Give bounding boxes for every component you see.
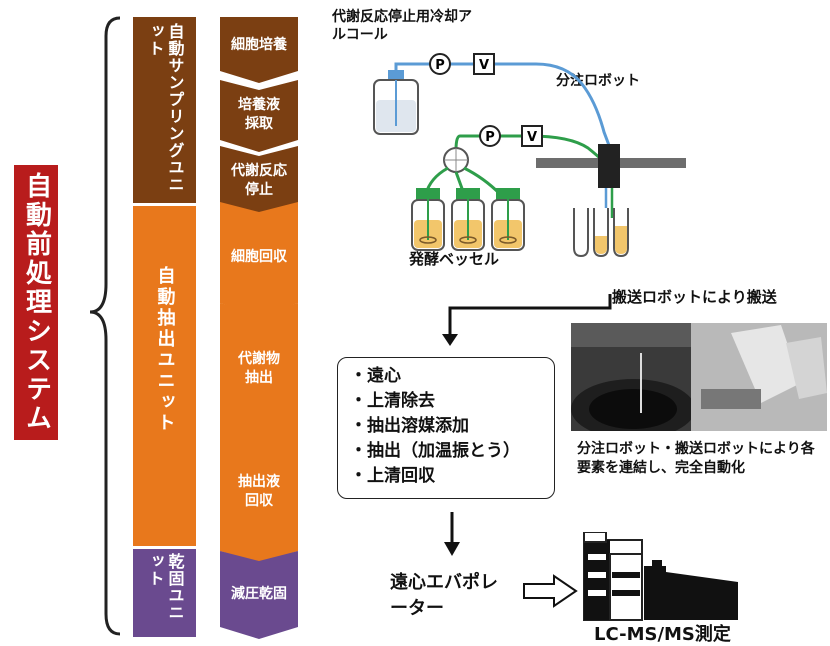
system-brace — [89, 16, 121, 636]
sample-tube — [593, 208, 609, 258]
pump-icon — [479, 125, 501, 147]
process-item: ・抽出溶媒添加 — [350, 416, 469, 436]
evaporator-label: 遠心エバポレーター — [390, 572, 498, 619]
pump-icon — [429, 53, 451, 75]
step-vacuum-drying-label: 減圧乾固 — [231, 585, 287, 602]
robot-photo-art — [571, 323, 827, 431]
unit-auto-sampling: 自動サンプリングユニット — [133, 17, 196, 203]
step-medium-sampling: 培養液採取 — [220, 80, 298, 152]
sampling-apparatus: P V P V — [373, 53, 686, 258]
system-label: 自動前処理システム — [14, 165, 58, 440]
unit-auto-sampling-label: 自動サンプリングユニット — [145, 23, 185, 193]
fermentation-vessels-label: 発酵ベッセル — [409, 250, 500, 268]
step-cell-harvest: 細胞回収 — [220, 202, 298, 315]
valve-icon — [521, 125, 543, 147]
sample-tube — [573, 208, 589, 258]
step-medium-sampling-label: 培養液採取 — [238, 97, 280, 132]
brace-path — [89, 16, 121, 636]
step-metabolite-extraction: 代謝物抽出 — [220, 303, 298, 436]
robot-photo — [571, 323, 827, 431]
unit-drying-label: 乾固ユニット — [145, 553, 185, 621]
step-cell-culture-label: 細胞培養 — [231, 36, 287, 53]
cold-alcohol-label: 代謝反応停止用冷却アルコール — [332, 9, 472, 43]
hollow-arrow-icon — [523, 574, 578, 608]
valve-glyph: V — [527, 130, 537, 145]
unit-auto-extraction-label: 自動抽出ユニット — [154, 266, 176, 434]
unit-drying: 乾固ユニット — [133, 549, 196, 637]
transfer-label: 搬送ロボットにより搬送 — [612, 288, 777, 306]
process-item: ・抽出（加温振とう） — [350, 441, 520, 461]
process-item: ・上清除去 — [350, 391, 435, 411]
step-extract-collection-label: 抽出液回収 — [238, 474, 280, 509]
step-extract-collection: 抽出液回収 — [220, 423, 298, 563]
transfer-arrow — [442, 294, 612, 346]
down-arrow — [444, 512, 460, 556]
valve-glyph: V — [479, 58, 489, 73]
pump-glyph: P — [435, 58, 445, 73]
step-cell-culture: 細胞培養 — [220, 17, 298, 83]
lcms-label: LC-MS/MS測定 — [594, 624, 731, 645]
fermentation-vessel — [411, 188, 445, 251]
unit-auto-extraction: 自動抽出ユニット — [133, 206, 196, 546]
pipetting-robot-head — [598, 144, 620, 188]
pump-glyph: P — [485, 130, 495, 145]
extraction-process-box: ・遠心 ・上清除去 ・抽出溶媒添加 ・抽出（加温振とう） ・上清回収 — [337, 357, 555, 499]
step-cell-harvest-label: 細胞回収 — [231, 249, 287, 265]
photo-caption: 分注ロボット・搬送ロボットにより各要素を連結し、完全自動化 — [577, 441, 815, 476]
sample-tube — [613, 208, 629, 258]
step-metabolic-quench-label: 代謝反応停止 — [231, 163, 287, 198]
process-item: ・遠心 — [350, 366, 401, 386]
system-label-text: 自動前処理システム — [21, 172, 52, 433]
step-metabolite-extraction-label: 代謝物抽出 — [238, 350, 280, 386]
process-item: ・上清回収 — [350, 466, 435, 486]
valve-icon — [473, 53, 495, 75]
fermentation-vessel — [491, 188, 525, 251]
fermentation-vessel — [451, 188, 485, 251]
step-vacuum-drying: 減圧乾固 — [220, 551, 298, 639]
lcms-instrument — [583, 532, 738, 621]
alcohol-bottle-cap — [388, 70, 404, 80]
